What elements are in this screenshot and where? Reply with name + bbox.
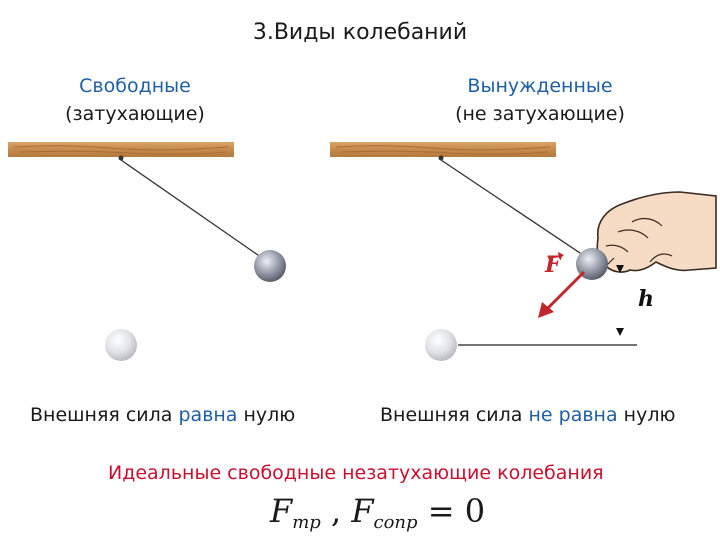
free-caption-suffix: нулю <box>237 404 296 426</box>
force-vector-arrow-icon <box>547 252 564 259</box>
height-marker <box>616 265 624 336</box>
slide-title: 3.Виды колебаний <box>252 20 468 45</box>
forced-pivot <box>438 155 444 161</box>
forced-caption-suffix: нулю <box>617 404 676 426</box>
forced-title-line1: Вынужденные <box>467 75 613 97</box>
free-string <box>120 159 269 263</box>
ideal-oscillations-text: Идеальные свободные незатухающие колебан… <box>108 462 604 484</box>
force-arrow <box>538 270 586 318</box>
hand-icon <box>596 191 717 273</box>
forced-caption-prefix: Внешняя сила <box>380 404 529 426</box>
formula-sub1: тр <box>292 512 321 533</box>
free-title-line2: (затухающие) <box>65 103 205 125</box>
formula-equals-zero: = 0 <box>417 492 486 530</box>
free-pivot <box>118 155 124 161</box>
forced-ceiling-beam <box>330 142 556 157</box>
free-caption-highlight: равна <box>178 404 238 426</box>
forced-ball-equilibrium <box>425 329 457 361</box>
forced-caption-highlight: не равна <box>528 404 618 426</box>
forced-caption: Внешняя сила не равна нулю <box>380 404 675 426</box>
formula-sub2: сопр <box>373 512 418 533</box>
formula-f1: F <box>270 492 293 530</box>
free-ceiling-beam <box>8 142 234 157</box>
force-label: F <box>545 252 561 278</box>
free-caption-prefix: Внешняя сила <box>30 404 179 426</box>
height-label: h <box>638 286 654 312</box>
friction-formula: Fтр , Fсопр = 0 <box>270 492 485 533</box>
forced-title-line2: (не затухающие) <box>455 103 625 125</box>
formula-f2: F <box>351 492 374 530</box>
free-ball-displaced <box>254 250 286 282</box>
free-caption: Внешняя сила равна нулю <box>30 404 295 426</box>
free-title-line1: Свободные <box>79 75 191 97</box>
formula-separator: , <box>320 492 352 530</box>
free-ball-equilibrium <box>105 329 137 361</box>
forced-string <box>440 159 590 260</box>
